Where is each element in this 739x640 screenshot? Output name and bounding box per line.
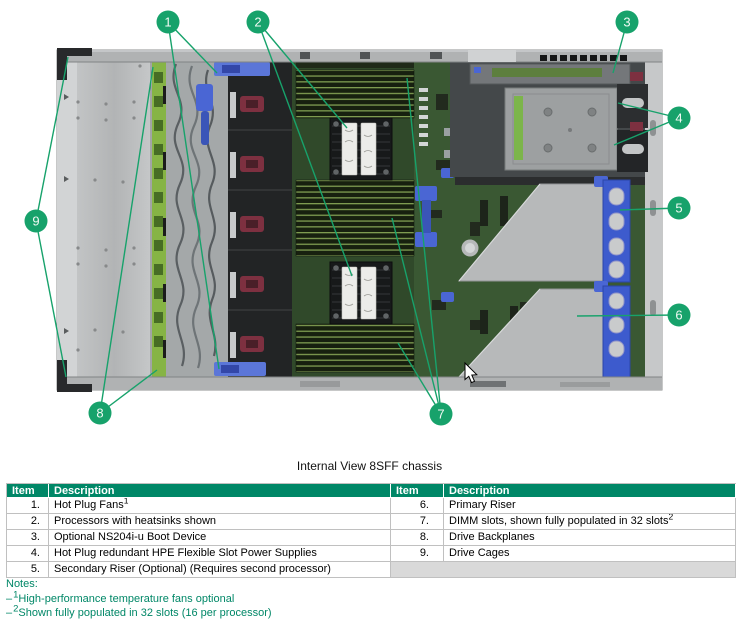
callout-circle <box>667 196 691 220</box>
item-description: Hot Plug redundant HPE Flexible Slot Pow… <box>49 546 391 562</box>
chassis-front-edge <box>57 50 77 390</box>
callout-circle <box>24 209 48 233</box>
callout-line <box>99 369 158 414</box>
callout-line <box>397 342 442 415</box>
chassis-corner-bracket-bottom <box>57 360 92 392</box>
table-header-row: Item Description Item Description <box>7 484 736 498</box>
item-description-table: Item Description Item Description 1. Hot… <box>6 483 736 578</box>
item-number: 3. <box>7 530 49 546</box>
item-description: Primary Riser <box>444 498 736 514</box>
table-row: 1. Hot Plug Fans1 6. Primary Riser <box>7 498 736 514</box>
callout-number: 4 <box>675 111 682 126</box>
callout-line <box>257 21 353 277</box>
callout-line <box>406 77 442 415</box>
item-description: Processors with heatsinks shown <box>49 514 391 530</box>
item-number: 8. <box>391 530 444 546</box>
empty-cell <box>391 562 736 578</box>
psu-handles <box>617 72 648 172</box>
callout-number: 6 <box>675 308 682 323</box>
secondary-riser <box>457 176 631 283</box>
item-description: Optional NS204i-u Boot Device <box>49 530 391 546</box>
drive-backplane <box>152 58 167 377</box>
callout-number: 1 <box>164 15 171 30</box>
table-row: 2. Processors with heatsinks shown 7. DI… <box>7 514 736 530</box>
figure-caption: Internal View 8SFF chassis <box>296 459 443 473</box>
cpu-heatsink-1 <box>329 117 393 181</box>
callout-line <box>167 21 220 370</box>
callout-circle <box>615 10 639 34</box>
header-description-2: Description <box>444 484 736 498</box>
callout-line <box>35 56 69 222</box>
table-row: 3. Optional NS204i-u Boot Device 8. Driv… <box>7 530 736 546</box>
power-supply-area <box>450 62 648 177</box>
callout-circle <box>667 106 691 130</box>
item-description: Drive Cages <box>444 546 736 562</box>
table-row: 4. Hot Plug redundant HPE Flexible Slot … <box>7 546 736 562</box>
callout-circle <box>156 10 180 34</box>
callout-circle <box>88 401 112 425</box>
callout-number: 5 <box>675 201 682 216</box>
callout-number: 7 <box>437 407 444 422</box>
notes-label: Notes: <box>6 578 38 590</box>
callout-circle <box>667 303 691 327</box>
fan-bank <box>214 58 292 377</box>
item-number: 6. <box>391 498 444 514</box>
item-description: Drive Backplanes <box>444 530 736 546</box>
mouse-cursor-icon <box>464 361 478 384</box>
boot-device-riser <box>469 63 631 85</box>
callout-line <box>257 21 348 129</box>
table-row: 5. Secondary Riser (Optional) (Requires … <box>7 562 736 578</box>
item-description: Hot Plug Fans1 <box>49 498 391 514</box>
item-number: 5. <box>7 562 49 578</box>
callout-number: 9 <box>32 214 39 229</box>
drive-cage-area <box>64 58 152 377</box>
item-description: DIMM slots, shown fully populated in 32 … <box>444 514 736 530</box>
cpu-heatsinks <box>329 117 393 325</box>
callout-number: 8 <box>96 406 103 421</box>
item-number: 9. <box>391 546 444 562</box>
callout-number: 3 <box>623 15 630 30</box>
callout-line <box>613 117 680 146</box>
header-description-1: Description <box>49 484 391 498</box>
notes: Notes: –1High-performance temperature fa… <box>6 577 726 621</box>
callouts-layer: 1 2 3 4 5 6 7 8 9 <box>24 10 691 426</box>
callout-line <box>167 21 218 74</box>
dimm-slots <box>295 69 415 373</box>
blue-bracket <box>415 186 437 247</box>
psu-bay-cover <box>504 87 618 171</box>
chassis-rear-edge <box>645 50 662 390</box>
header-item-2: Item <box>391 484 444 498</box>
cpu-heatsink-2 <box>329 261 393 325</box>
callout-line <box>35 220 67 378</box>
item-number: 7. <box>391 514 444 530</box>
callout-number: 2 <box>254 15 261 30</box>
note-1: –1High-performance temperature fans opti… <box>6 588 235 605</box>
item-number: 1. <box>7 498 49 514</box>
item-number: 2. <box>7 514 49 530</box>
note-2: –2Shown fully populated in 32 slots (16 … <box>6 603 272 619</box>
fan-cage-latch <box>196 84 213 111</box>
item-number: 4. <box>7 546 49 562</box>
callout-line <box>99 66 154 414</box>
server-internal-figure: 1 2 3 4 5 6 7 8 9 <box>24 10 691 426</box>
callout-line <box>391 217 442 415</box>
header-item-1: Item <box>7 484 49 498</box>
fan-handles <box>240 96 264 352</box>
callout-circle <box>246 10 270 34</box>
callout-line <box>576 314 680 317</box>
callout-circle <box>429 402 453 426</box>
item-description: Secondary Riser (Optional) (Requires sec… <box>49 562 391 578</box>
